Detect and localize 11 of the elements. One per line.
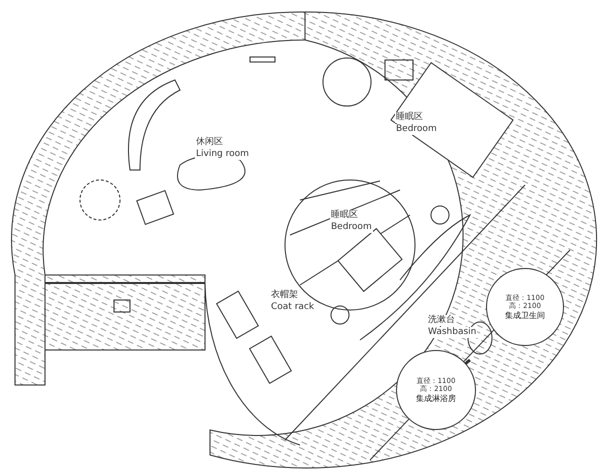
- room-name: 集成卫生间: [505, 310, 545, 320]
- room-label: 洗漱台: [427, 315, 456, 326]
- room-label: 睡眠区: [330, 210, 359, 221]
- room-label: 休闲区: [195, 137, 224, 148]
- room-label: Bedroom: [395, 124, 438, 135]
- room-label: 睡眠区: [395, 112, 424, 123]
- room-label: 衣帽架: [270, 290, 299, 301]
- room-name: 集成淋浴房: [416, 392, 456, 404]
- room-label: Washbasin: [427, 327, 478, 338]
- room-label: Bedroom: [330, 222, 373, 233]
- room-label: Living room: [195, 149, 250, 160]
